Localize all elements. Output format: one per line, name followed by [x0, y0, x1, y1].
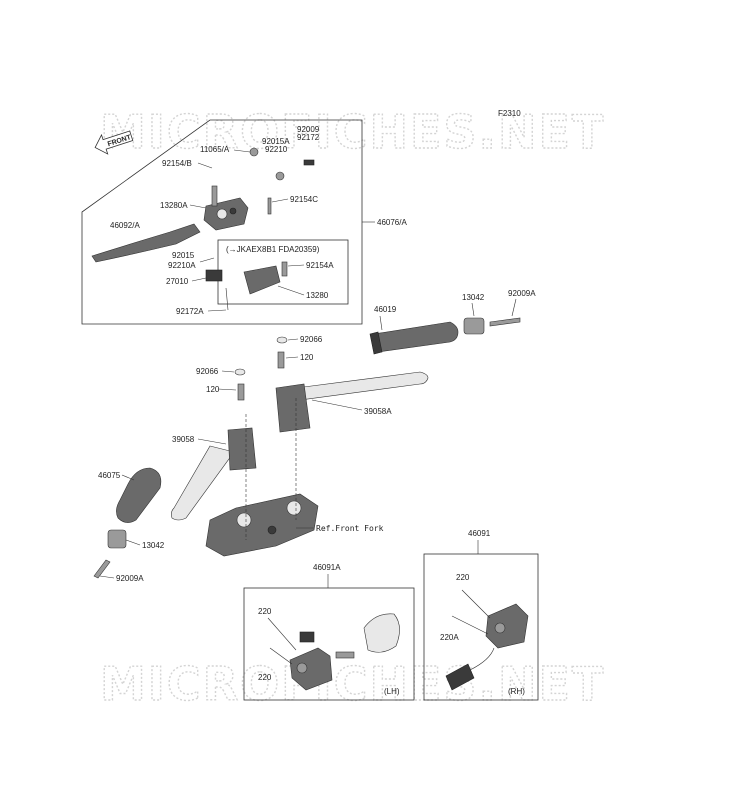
callout-220-rh: 220: [456, 573, 470, 582]
callout-46092a: 46092/A: [110, 221, 140, 230]
callout-46019: 46019: [374, 305, 397, 314]
callout-92066-left: 92066: [196, 367, 219, 376]
callout-92066-right: 92066: [300, 335, 323, 344]
left-grip: [116, 467, 162, 523]
handlebar-right: [295, 371, 429, 401]
callout-92009a-left: 92009A: [116, 574, 144, 583]
handlebar-left: [171, 445, 235, 521]
callout-92172: 92172: [297, 133, 320, 142]
callout-92009: 92009: [297, 125, 320, 134]
callout-46075: 46075: [98, 471, 121, 480]
washer-92066-left: [234, 368, 246, 376]
bar-end-screw-left: [93, 559, 111, 579]
callout-120-left: 120: [206, 385, 220, 394]
callout-220-lh-top: 220: [258, 607, 272, 616]
lh-switch-housing: [289, 613, 400, 691]
ref-front-fork: Ref.Front Fork: [316, 524, 384, 533]
callout-120-right: 120: [300, 353, 314, 362]
callout-92154b: 92154/B: [162, 159, 192, 168]
master-cylinder: [203, 185, 249, 231]
callout-92172a: 92172A: [176, 307, 204, 316]
serial-note: (→JKAEX8B1 FDA20359): [226, 245, 320, 254]
callout-13042-right: 13042: [462, 293, 485, 302]
callout-39058: 39058: [172, 435, 195, 444]
top-triple-clamp: [205, 493, 319, 557]
callout-92210: 92210: [265, 145, 288, 154]
callout-92210a: 92210A: [168, 261, 196, 270]
callout-220a: 220A: [440, 633, 459, 642]
lh-tag: (LH): [384, 687, 400, 696]
rh-tag: (RH): [508, 687, 525, 696]
right-grip: [369, 321, 459, 355]
callout-220-lh-bottom: 220: [258, 673, 272, 682]
figure-code: F2310: [498, 109, 521, 118]
callout-13280: 13280: [306, 291, 329, 300]
callout-13280a: 13280A: [160, 201, 188, 210]
bar-clamp-right: [275, 383, 311, 433]
lh-switch-frame: [243, 587, 415, 701]
bolt-120-left: [237, 383, 245, 401]
rh-switch-housing: [445, 603, 529, 691]
callout-92154c: 92154C: [290, 195, 318, 204]
callout-46091: 46091: [468, 529, 491, 538]
brake-lever: [91, 223, 201, 263]
watermark-bottom: MICROFICHES.NET: [100, 657, 605, 711]
clamp-13280: [243, 265, 281, 295]
bar-end-screw-right: [489, 317, 521, 327]
callout-39058a: 39058A: [364, 407, 392, 416]
callout-92015: 92015: [172, 251, 195, 260]
callout-46091a: 46091A: [313, 563, 341, 572]
callout-13042-left: 13042: [142, 541, 165, 550]
callout-11065a: 11065/A: [200, 145, 230, 154]
watermark-top: MICROFICHES.NET: [100, 105, 605, 159]
callout-46076a: 46076/A: [377, 218, 407, 227]
bar-end-weight-left: [107, 529, 127, 549]
reservoir-cap: [249, 147, 259, 157]
bolt-120-right: [277, 351, 285, 369]
callout-92015a: 92015A: [262, 137, 290, 146]
callout-92009a-right: 92009A: [508, 289, 536, 298]
callout-92154a: 92154A: [306, 261, 334, 270]
brake-switch: [205, 269, 223, 282]
bar-end-weight-right: [463, 317, 485, 335]
callout-27010: 27010: [166, 277, 189, 286]
washer-92066-right: [276, 336, 288, 344]
bar-clamp-left: [227, 427, 257, 471]
rh-switch-frame: [423, 553, 539, 701]
